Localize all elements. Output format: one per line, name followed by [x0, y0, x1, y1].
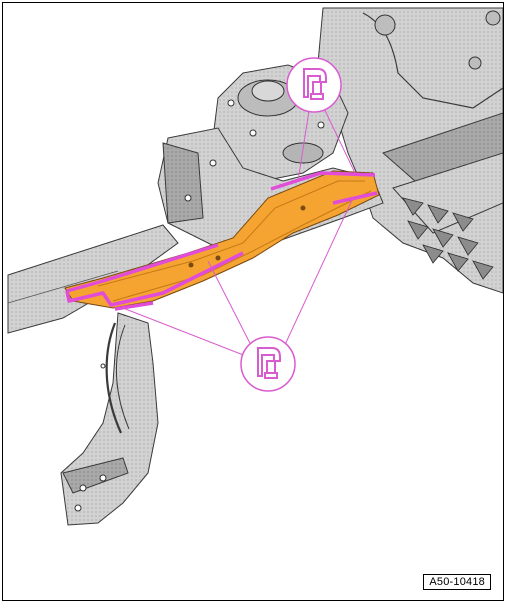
diagram-frame: A50-10418 — [2, 2, 504, 601]
clamp-icon — [286, 57, 342, 113]
callout-lines — [122, 97, 356, 359]
clamp-icon — [240, 336, 296, 392]
body-structure-illustration — [7, 7, 503, 526]
lower-front-structure — [60, 312, 159, 526]
upper-body-structure — [317, 7, 503, 294]
part-contour-highlight — [65, 171, 378, 311]
highlighted-reinforcement-part — [64, 170, 380, 309]
figure-reference-code: A50-10418 — [423, 574, 491, 590]
